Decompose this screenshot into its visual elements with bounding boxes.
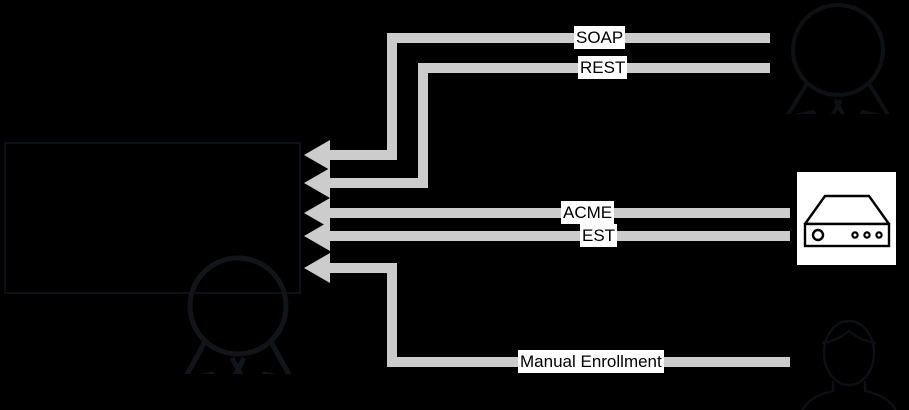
- manual-arrowhead: [304, 253, 330, 283]
- server-appliance-icon: [797, 172, 896, 265]
- rest-arrowhead: [304, 168, 330, 198]
- flow-label-rest: REST: [578, 56, 628, 79]
- soap-connector-vertical: [387, 33, 397, 160]
- est-connector-line: [330, 231, 790, 241]
- certificate-award-badge-icon: [176, 254, 300, 374]
- acme-connector-line: [330, 208, 790, 218]
- est-arrowhead: [304, 221, 330, 251]
- certificate-authority-box: [4, 142, 301, 294]
- flow-label-est: EST: [580, 224, 618, 247]
- person-user-icon: [793, 305, 905, 410]
- certificate-award-badge-icon: [777, 2, 899, 114]
- soap-connector-inlet: [330, 150, 397, 160]
- manual-connector-vertical: [387, 263, 397, 367]
- soap-arrowhead: [304, 140, 330, 170]
- manual-connector-inlet: [330, 263, 397, 273]
- flow-label-soap: SOAP: [574, 26, 626, 49]
- rest-connector-vertical: [418, 63, 428, 188]
- flow-label-acme: ACME: [561, 201, 615, 224]
- rest-connector-inlet: [330, 178, 428, 188]
- flow-label-manual-enrollment: Manual Enrollment: [518, 350, 664, 373]
